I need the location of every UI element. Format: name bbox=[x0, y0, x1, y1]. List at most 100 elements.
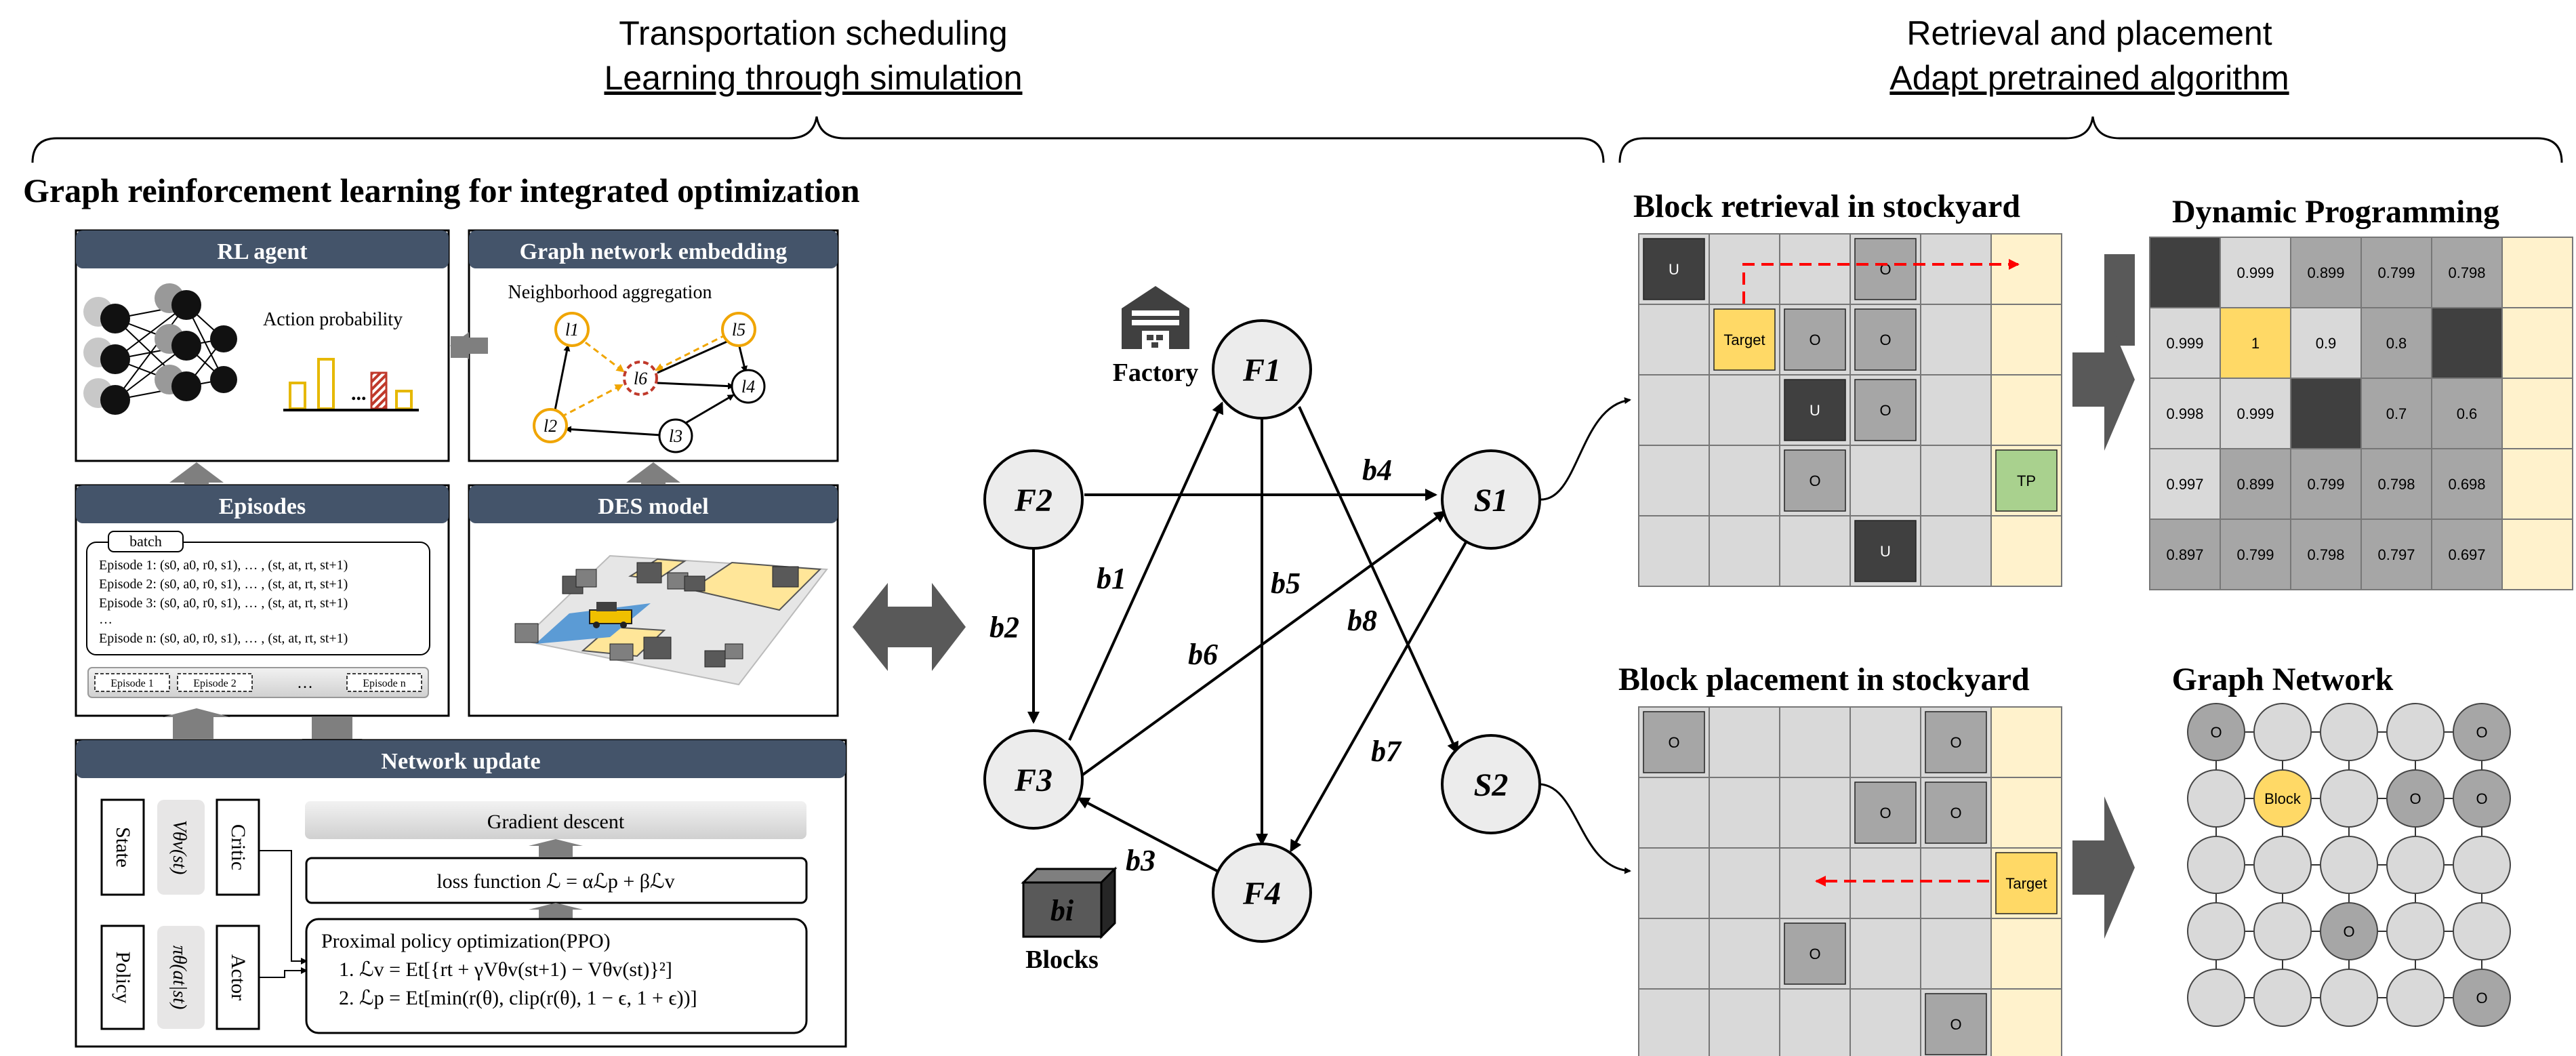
retrieval-block bbox=[1854, 238, 1917, 300]
left-section-title: Transportation scheduling bbox=[619, 14, 1008, 52]
dp-cell bbox=[2501, 237, 2573, 308]
dp-value: 0.6 bbox=[2457, 405, 2478, 422]
placement-cell bbox=[1709, 777, 1780, 849]
placement-cell bbox=[1920, 847, 1992, 919]
node-l1: l1 bbox=[565, 320, 579, 340]
edge-b6: b6 bbox=[1188, 638, 1218, 671]
graph-node bbox=[2187, 969, 2245, 1027]
dp-value: 0.798 bbox=[2307, 546, 2344, 563]
dp-cell bbox=[2501, 448, 2573, 520]
placement-cell bbox=[1990, 988, 2062, 1056]
retrieval-block-label: TP bbox=[2017, 472, 2036, 489]
placement-cell bbox=[1990, 777, 2062, 849]
retrieval-block bbox=[1713, 308, 1776, 371]
retrieval-cell bbox=[1920, 445, 1992, 516]
placement-block-label: O bbox=[1950, 1016, 1961, 1033]
retrieval-cell bbox=[1920, 233, 1992, 305]
retrieval-cell bbox=[1709, 374, 1780, 446]
episode-chip-1: Episode 1 bbox=[110, 678, 154, 689]
dp-value: 0.997 bbox=[2166, 476, 2203, 493]
placement-block-label: O bbox=[1950, 734, 1961, 751]
episode-chip-n: Episode n bbox=[363, 678, 406, 689]
retrieval-cell bbox=[1990, 515, 2062, 587]
retrieval-cell bbox=[1849, 445, 1921, 516]
graph-node bbox=[2386, 769, 2445, 828]
graph-node bbox=[2386, 836, 2445, 894]
des-yard-illustration bbox=[514, 554, 828, 686]
edge-b3: b3 bbox=[1126, 844, 1156, 877]
retrieval-cell bbox=[1920, 374, 1992, 446]
arrow-update-to-episodes-body bbox=[173, 717, 213, 739]
retrieval-cell bbox=[1638, 304, 1710, 375]
policy-function-label: πθ(at|st) bbox=[169, 946, 190, 1010]
placement-cell bbox=[1920, 918, 1992, 990]
retrieval-path bbox=[1742, 259, 2020, 304]
dp-cell bbox=[2290, 519, 2362, 590]
placement-block bbox=[1925, 781, 1987, 844]
arrow-episodes-to-update-body bbox=[312, 717, 352, 739]
graphnet-heading: Graph Network bbox=[2172, 662, 2394, 697]
retrieval-cell bbox=[1638, 445, 1710, 516]
episode-row-n: Episode n: (s0, a0, r0, s1), … , (st, at… bbox=[99, 631, 348, 646]
embedding-header: Graph network embedding bbox=[520, 239, 788, 264]
retrieval-cell bbox=[1709, 445, 1780, 516]
placement-block bbox=[1925, 993, 1987, 1055]
ppo-policy-loss: 2. ℒp = Et[min(r(θ), clip(r(θ), 1 − ϵ, 1… bbox=[339, 987, 697, 1009]
retrieval-block-label: U bbox=[1669, 261, 1679, 278]
retrieval-cell bbox=[1920, 304, 1992, 375]
retrieval-block-label: O bbox=[1879, 331, 1891, 348]
dp-cell bbox=[2501, 378, 2573, 449]
placement-block-label: O bbox=[1809, 946, 1820, 962]
bars-ellipsis: ... bbox=[351, 382, 367, 405]
episode-chip-2: Episode 2 bbox=[193, 678, 237, 689]
action-probability-label: Action probability bbox=[263, 309, 403, 330]
edge-b7: b7 bbox=[1371, 735, 1402, 768]
dp-value: 0.999 bbox=[2236, 405, 2274, 422]
dp-cell bbox=[2220, 307, 2291, 379]
dp-cell bbox=[2149, 519, 2221, 590]
placement-cell bbox=[1709, 918, 1780, 990]
left-section-subtitle: Learning through simulation bbox=[604, 59, 1022, 97]
value-function-label: Vθv(st) bbox=[169, 820, 190, 875]
graph-node-label: O bbox=[2476, 990, 2487, 1007]
graph-node bbox=[2187, 703, 2245, 761]
graph-node-label: O bbox=[2409, 790, 2421, 807]
retrieval-block bbox=[1784, 379, 1846, 441]
retrieval-heading: Block retrieval in stockyard bbox=[1633, 188, 2020, 224]
node-F2: F2 bbox=[1014, 483, 1052, 519]
dp-value: 0.9 bbox=[2316, 335, 2337, 352]
right-brace bbox=[1618, 116, 2563, 163]
graph-node bbox=[2453, 703, 2511, 761]
dp-value: 0.999 bbox=[2166, 335, 2203, 352]
grl-heading: Graph reinforcement learning for integra… bbox=[23, 171, 860, 209]
node-F4: F4 bbox=[1242, 876, 1281, 912]
gradient-descent-label: Gradient descent bbox=[487, 811, 625, 833]
placement-cell bbox=[1779, 706, 1851, 778]
episode-row-ellipsis: … bbox=[99, 612, 113, 627]
graph-node bbox=[2453, 969, 2511, 1027]
dp-cell bbox=[2290, 237, 2362, 308]
ppo-title: Proximal policy optimization(PPO) bbox=[321, 930, 611, 952]
dp-value: 0.897 bbox=[2166, 546, 2203, 563]
retrieval-cell bbox=[1990, 304, 2062, 375]
retrieval-cell bbox=[1990, 374, 2062, 446]
graph-node bbox=[2253, 969, 2312, 1027]
dp-value: 0.7 bbox=[2386, 405, 2407, 422]
retrieval-block-label: Target bbox=[1723, 331, 1765, 348]
dp-cell bbox=[2501, 519, 2573, 590]
dp-value: 0.799 bbox=[2377, 264, 2415, 281]
dp-value: 0.797 bbox=[2377, 546, 2415, 563]
graph-node bbox=[2187, 902, 2245, 960]
graph-node-label: Block bbox=[2264, 790, 2302, 807]
dp-value: 0.8 bbox=[2386, 335, 2407, 352]
node-l2: l2 bbox=[544, 416, 557, 436]
episode-row-2: Episode 2: (s0, a0, r0, s1), … , (st, at… bbox=[99, 577, 348, 592]
retrieval-block-label: O bbox=[1809, 331, 1820, 348]
arrow-embed-to-agent-body bbox=[451, 336, 468, 358]
graph-node bbox=[2253, 902, 2312, 960]
retrieval-cell bbox=[1990, 233, 2062, 305]
dp-value: 0.899 bbox=[2307, 264, 2344, 281]
